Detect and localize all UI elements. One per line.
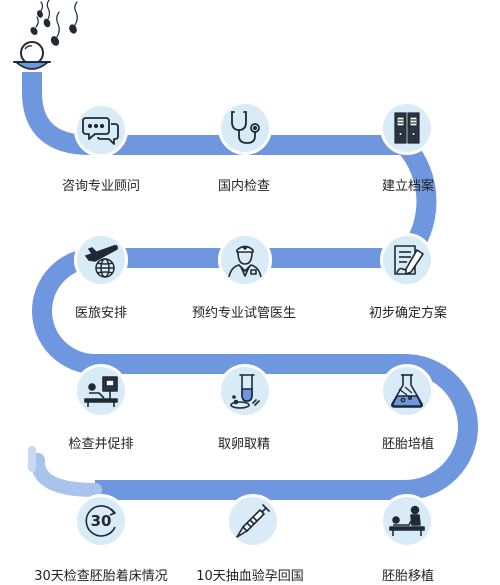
test-tube-icon: [230, 374, 260, 409]
step-circle: [218, 233, 272, 287]
step-label: 预约专业试管医生: [191, 306, 296, 321]
step-circle: [218, 364, 272, 418]
step-circle: 30: [74, 494, 128, 548]
calendar-number: 30: [90, 512, 112, 530]
step-label: 检查并促排: [68, 437, 134, 452]
step-circle: [380, 233, 434, 287]
sperm-decoration: [30, 0, 78, 46]
chat-bubbles-icon: [82, 117, 119, 145]
step-circle: [74, 233, 128, 287]
calendar-30-icon: [85, 505, 116, 537]
step-label: 取卵取精: [217, 437, 270, 452]
step-circle: [380, 101, 434, 155]
examination-bed-icon: [84, 376, 118, 407]
step-label: 胚胎培植: [381, 437, 434, 452]
transfer-bed-icon: [389, 505, 425, 536]
syringe-icon: [236, 504, 270, 538]
step-circle: [380, 364, 434, 418]
step-label: 胚胎移植: [381, 569, 434, 584]
step-label: 10天抽血验孕回国: [196, 569, 304, 584]
binders-icon: [394, 112, 420, 144]
step-label: 国内检查: [217, 179, 270, 194]
stethoscope-icon: [231, 111, 260, 144]
step-label: 咨询专业顾问: [61, 179, 140, 194]
step-label: 医旅安排: [74, 306, 127, 321]
doctor-icon: [228, 245, 262, 278]
track-tail: [31, 453, 102, 497]
flask-icon: [391, 374, 423, 408]
egg-cup-icon: [13, 41, 51, 70]
step-label: 初步确定方案: [368, 306, 447, 321]
step-circle: [226, 494, 280, 548]
step-label: 建立档案: [381, 179, 434, 194]
step-circle: [74, 364, 128, 418]
step-label: 30天检查胚胎着床情况: [34, 569, 168, 584]
step-circle: [218, 101, 272, 155]
step-circle: [380, 494, 434, 548]
airplane-globe-icon: [84, 245, 118, 278]
document-pen-icon: [394, 245, 424, 275]
step-circle: [74, 103, 128, 157]
